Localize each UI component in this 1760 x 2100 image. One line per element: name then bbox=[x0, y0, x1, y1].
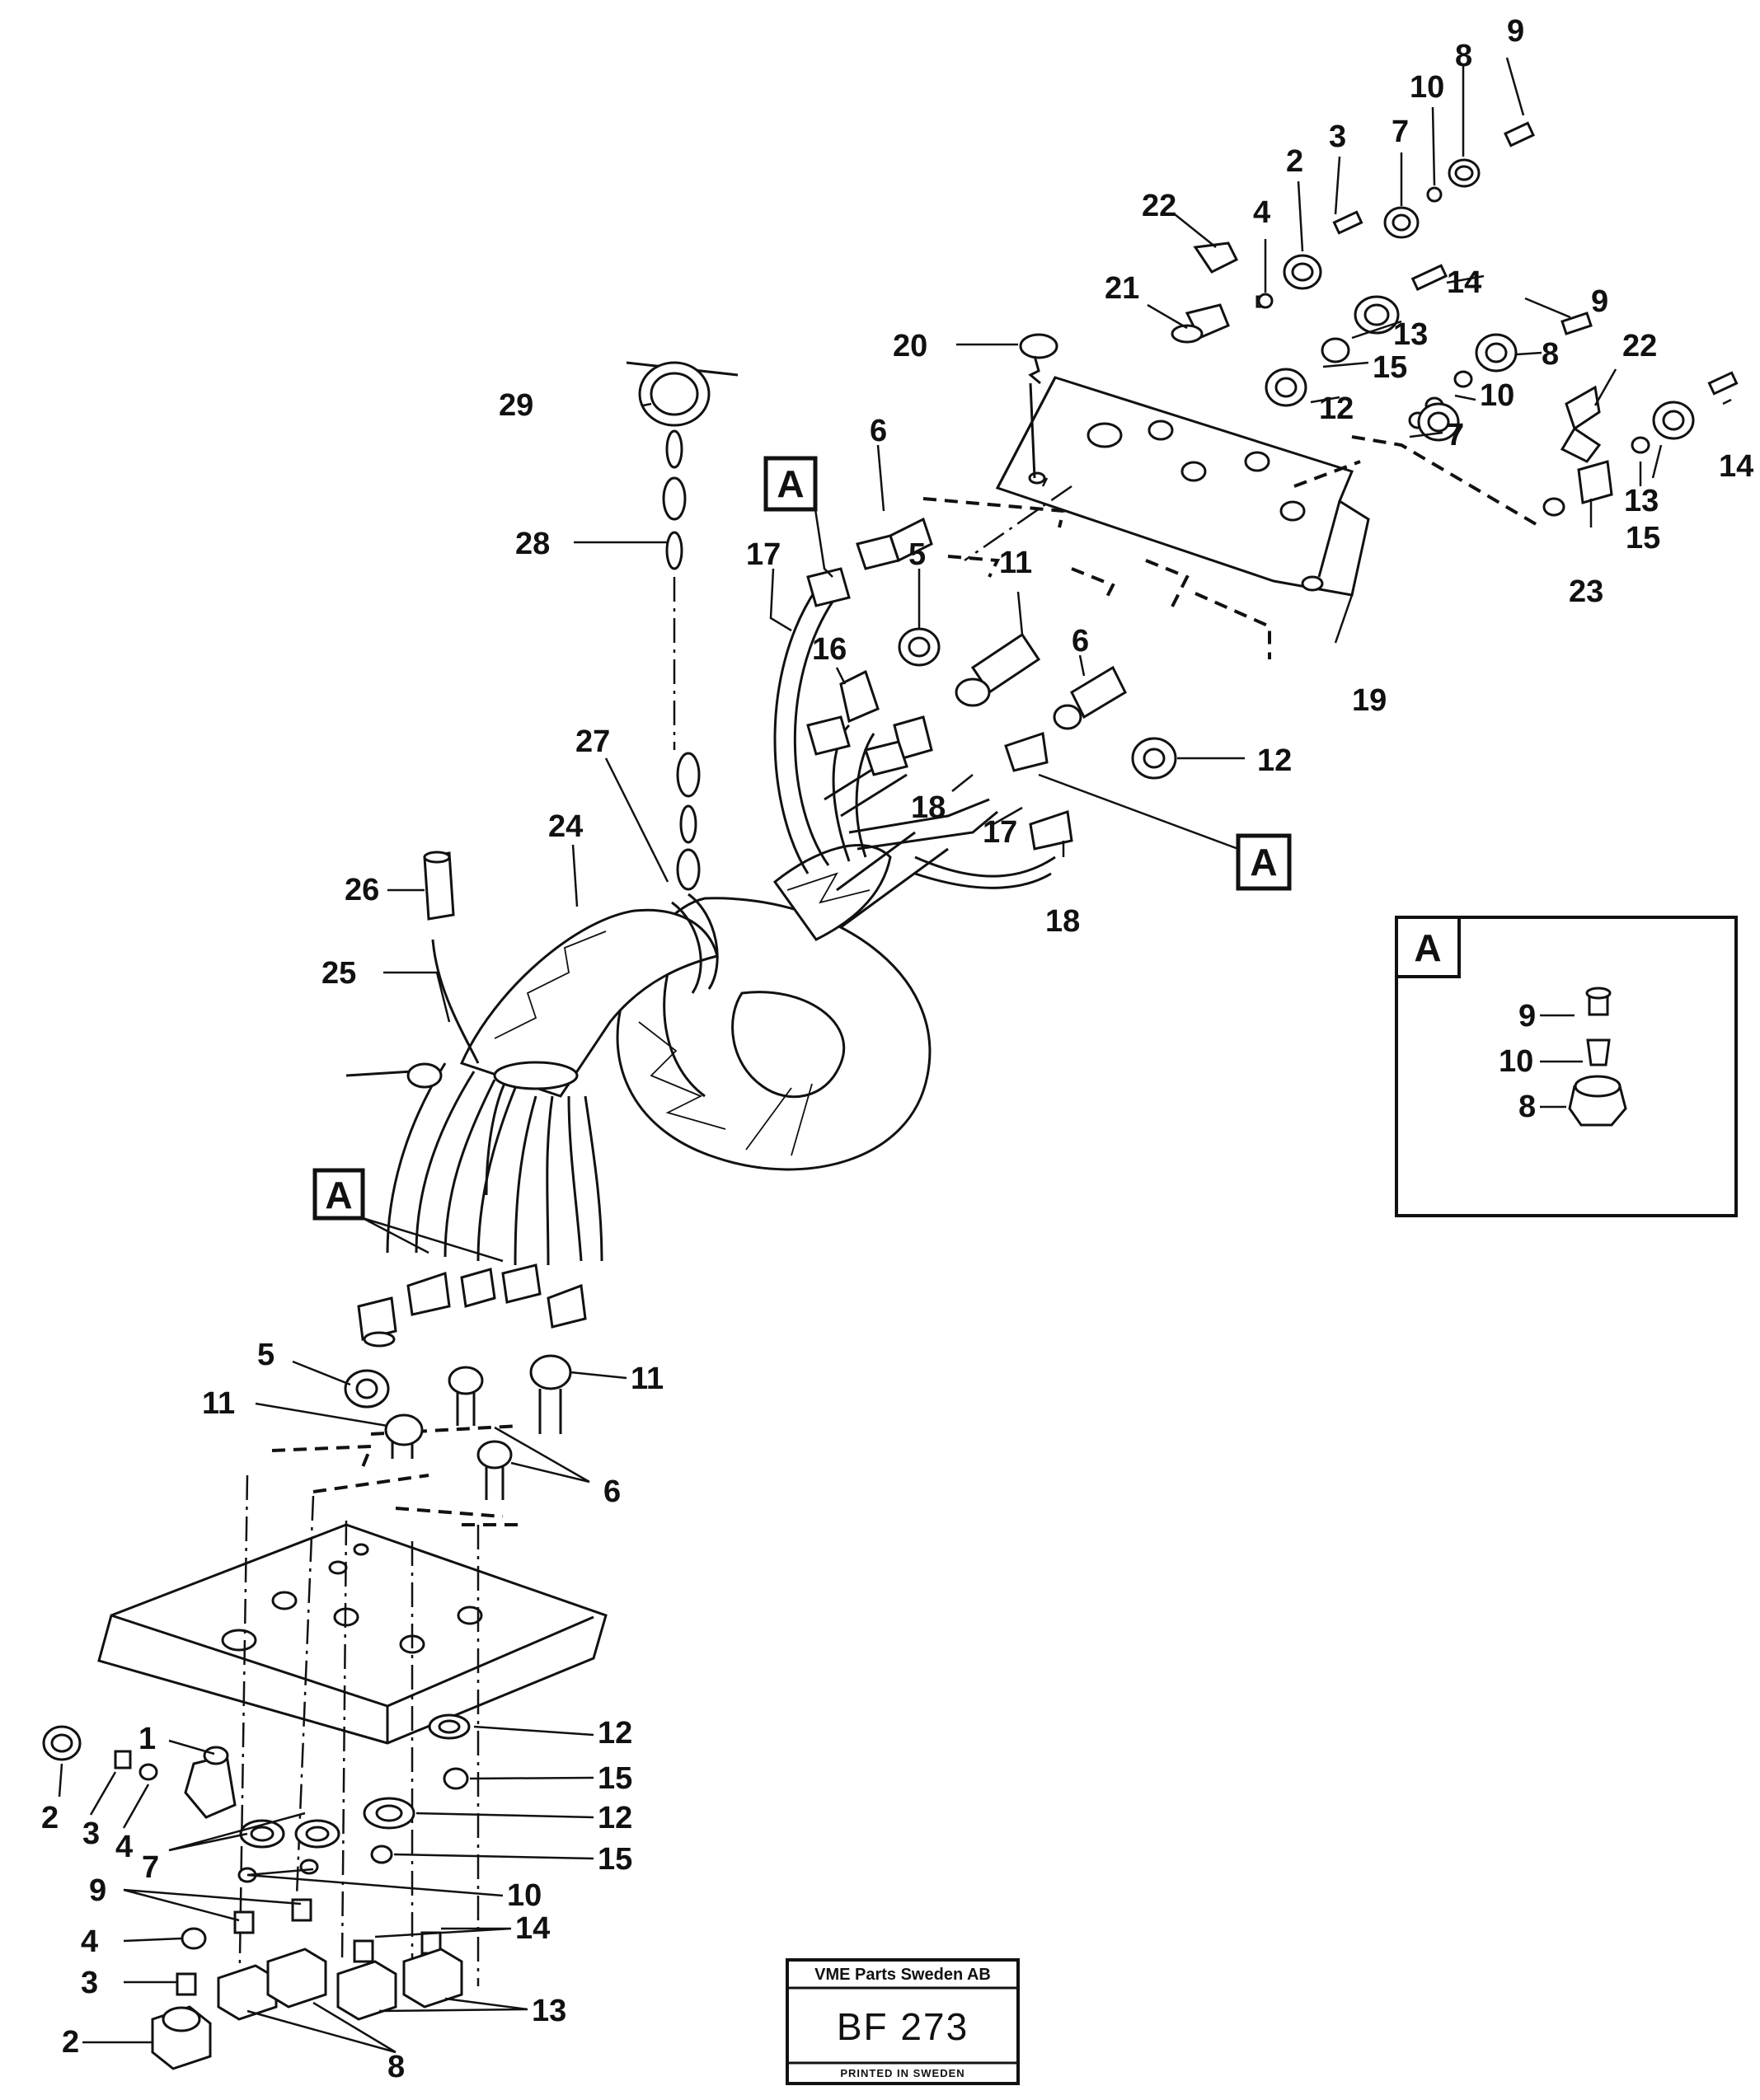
callout-26: 26 bbox=[345, 873, 379, 907]
callout-13-bottom: 13 bbox=[532, 1994, 566, 2028]
callout-8-right: 8 bbox=[1542, 337, 1559, 372]
callout-23: 23 bbox=[1569, 574, 1603, 609]
detail-marker-2: A bbox=[1038, 773, 1292, 891]
callout-16: 16 bbox=[812, 632, 847, 667]
mounting-plate-top bbox=[995, 376, 1370, 597]
callout-3-top: 3 bbox=[1329, 120, 1346, 154]
callout-10-top: 10 bbox=[1410, 70, 1444, 105]
callout-11-bottom-right: 11 bbox=[631, 1362, 664, 1396]
callout-6-mid: 6 bbox=[1072, 624, 1089, 659]
callout-1: 1 bbox=[138, 1722, 156, 1756]
callout-18-a: 18 bbox=[911, 790, 946, 825]
callout-14-top: 14 bbox=[1447, 265, 1481, 300]
callout-7-bottom: 7 bbox=[142, 1850, 159, 1885]
callout-10-right: 10 bbox=[1480, 378, 1514, 413]
callout-6-top: 6 bbox=[870, 414, 887, 448]
callout-22-top: 22 bbox=[1142, 189, 1176, 223]
callout-22-right: 22 bbox=[1622, 329, 1657, 363]
stamp-company: VME Parts Sweden AB bbox=[814, 1966, 991, 1984]
callout-17-b: 17 bbox=[983, 815, 1017, 850]
detail-marker-1: A bbox=[763, 456, 833, 578]
callout-2-bottom-b: 2 bbox=[62, 2025, 79, 2060]
detail-marker-3: A bbox=[312, 1168, 504, 1263]
callout-2-bottom-a: 2 bbox=[41, 1801, 59, 1835]
callout-10-detail: 10 bbox=[1499, 1044, 1533, 1079]
callout-3-bottom-b: 3 bbox=[81, 1966, 98, 2000]
callout-8-bottom: 8 bbox=[387, 2050, 405, 2084]
callout-18-b: 18 bbox=[1045, 904, 1080, 939]
svg-text:A: A bbox=[325, 1174, 352, 1216]
detail-box-a: A bbox=[1395, 916, 1738, 1217]
callout-27: 27 bbox=[575, 724, 610, 759]
callout-15-bottom-a: 15 bbox=[598, 1761, 632, 1796]
callout-15-top: 15 bbox=[1373, 350, 1407, 385]
callout-29: 29 bbox=[499, 388, 533, 423]
callout-15-bottom-b: 15 bbox=[598, 1842, 632, 1877]
callout-9-top: 9 bbox=[1507, 14, 1524, 49]
leader-lines bbox=[58, 57, 1732, 2054]
svg-text:A: A bbox=[1250, 841, 1277, 884]
callout-7-top: 7 bbox=[1392, 115, 1409, 149]
callout-12-top: 12 bbox=[1319, 391, 1354, 426]
callout-19: 19 bbox=[1352, 683, 1387, 718]
callout-6-bottom: 6 bbox=[603, 1474, 621, 1509]
svg-text:A: A bbox=[777, 462, 804, 505]
callout-11-top: 11 bbox=[999, 546, 1032, 580]
routing-lines bbox=[237, 435, 1543, 2012]
callout-5-bottom: 5 bbox=[257, 1338, 275, 1372]
callout-8-detail: 8 bbox=[1518, 1090, 1536, 1124]
callout-9-bottom: 9 bbox=[89, 1873, 106, 1908]
hose-bundle bbox=[459, 831, 949, 1171]
callout-20: 20 bbox=[893, 329, 927, 363]
callout-24: 24 bbox=[548, 809, 583, 844]
callout-3-bottom-a: 3 bbox=[82, 1816, 100, 1851]
callout-labels: 9 8 10 3 7 2 22 4 21 14 9 20 13 22 8 15 … bbox=[41, 14, 1753, 2084]
callout-4-top: 4 bbox=[1253, 195, 1270, 230]
callout-21: 21 bbox=[1105, 271, 1139, 306]
callout-4-bottom-a: 4 bbox=[115, 1830, 133, 1864]
stamp-footer: PRINTED IN SWEDEN bbox=[840, 2067, 964, 2079]
callout-15-right: 15 bbox=[1626, 521, 1660, 555]
callout-10-bottom: 10 bbox=[507, 1878, 542, 1913]
callout-28: 28 bbox=[515, 527, 550, 561]
stamp-code: BF 273 bbox=[837, 2005, 969, 2048]
callout-13-right: 13 bbox=[1624, 484, 1659, 518]
callout-25: 25 bbox=[321, 956, 356, 991]
callout-14-bottom: 14 bbox=[515, 1911, 550, 1946]
mounting-plate-bottom bbox=[97, 1523, 608, 1745]
callout-7-right: 7 bbox=[1447, 418, 1464, 452]
callout-5-top: 5 bbox=[908, 537, 926, 572]
callout-2-top: 2 bbox=[1286, 144, 1303, 179]
chain-assembly bbox=[626, 361, 739, 891]
callout-9-detail: 9 bbox=[1518, 999, 1536, 1034]
callout-14-right: 14 bbox=[1719, 449, 1753, 484]
callout-12-mid: 12 bbox=[1257, 743, 1292, 778]
callout-17-top: 17 bbox=[746, 537, 781, 572]
callout-9-right: 9 bbox=[1591, 284, 1608, 319]
callout-12-bottom-b: 12 bbox=[598, 1801, 632, 1835]
detail-box-label: A bbox=[1414, 926, 1441, 969]
callout-4-bottom-b: 4 bbox=[81, 1924, 98, 1959]
loose-parts bbox=[423, 851, 480, 1064]
callout-13-top: 13 bbox=[1393, 317, 1428, 352]
hose-upper-tails bbox=[773, 588, 1056, 889]
stamp-box: VME Parts Sweden AB BF 273 PRINTED IN SW… bbox=[786, 1958, 1020, 2085]
top-fittings bbox=[806, 121, 1739, 851]
callout-12-bottom-a: 12 bbox=[598, 1716, 632, 1751]
callout-11-bottom-left: 11 bbox=[202, 1386, 235, 1421]
callout-8-top: 8 bbox=[1455, 39, 1472, 73]
